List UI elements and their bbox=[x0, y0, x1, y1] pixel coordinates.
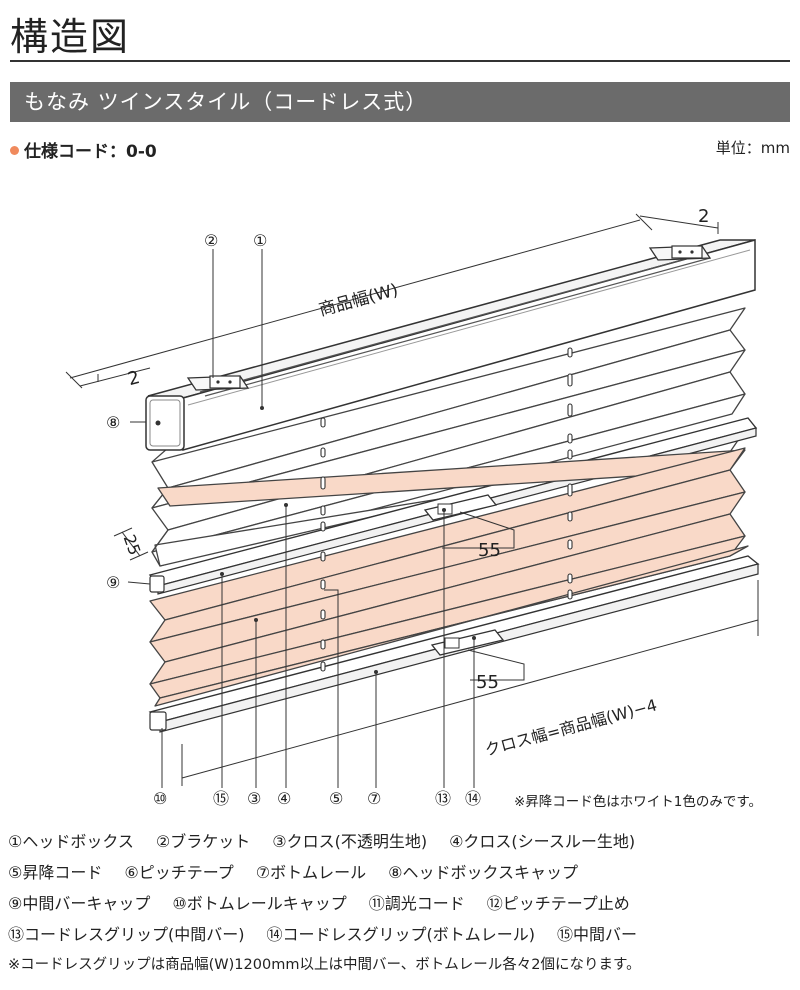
lift-cord-right bbox=[567, 347, 573, 600]
callout-1: ① bbox=[253, 231, 267, 250]
legend-row-3: ⑨中間バーキャップ ⑩ボトムレールキャップ ⑪調光コード ⑫ピッチテープ止め bbox=[8, 888, 798, 919]
callout-3: ③ bbox=[247, 789, 261, 808]
middle-bar-cap bbox=[149, 575, 165, 593]
spec-code: 仕様コード：0-0 bbox=[10, 137, 157, 162]
callout-5: ⑤ bbox=[329, 789, 343, 808]
callout-2: ② bbox=[204, 231, 218, 250]
unit-label: 単位：mm bbox=[715, 139, 790, 157]
spec-code-text: 仕様コード：0-0 bbox=[24, 142, 157, 162]
structure-diagram: 商品幅(W) 2 2 25 55 55 クロス幅=商品幅(W)−4 ② ① ⑧ … bbox=[65, 206, 760, 808]
bullet-icon bbox=[10, 146, 19, 155]
callout-4: ④ bbox=[277, 789, 291, 808]
dimension-grip-middle: 55 bbox=[478, 540, 501, 561]
head-box-cap bbox=[145, 395, 185, 451]
legend-item: ①ヘッドボックス bbox=[8, 832, 134, 851]
dimension-lines bbox=[65, 213, 759, 786]
callout-14: ⑭ bbox=[465, 789, 481, 808]
legend-row-4: ⑬コードレスグリップ(中間バー) ⑭コードレスグリップ(ボトムレール) ⑮中間バー bbox=[8, 919, 798, 950]
legend-item: ⑥ピッチテープ bbox=[124, 863, 234, 882]
opaque-cloth bbox=[149, 447, 749, 707]
head-box bbox=[147, 239, 756, 451]
dimension-grip-bottom: 55 bbox=[476, 672, 499, 693]
legend-item: ⑤昇降コード bbox=[8, 863, 103, 882]
cord-color-note: ※昇降コード色はホワイト1色のみです。 bbox=[514, 794, 763, 810]
dimension-width: 商品幅(W) bbox=[317, 280, 400, 320]
legend-item: ③クロス(不透明生地) bbox=[272, 832, 428, 851]
legend-item: ②ブラケット bbox=[155, 832, 251, 851]
legend-item: ⑧ヘッドボックスキャップ bbox=[388, 863, 578, 882]
bracket-right bbox=[648, 245, 712, 261]
legend-row-1: ①ヘッドボックス ②ブラケット ③クロス(不透明生地) ④クロス(シースルー生地) bbox=[8, 826, 798, 857]
lift-cord-left bbox=[320, 417, 326, 672]
callout-13: ⑬ bbox=[435, 789, 451, 808]
callout-9: ⑨ bbox=[106, 573, 120, 592]
cordless-grip-bottom bbox=[430, 629, 505, 656]
callout-leaders bbox=[127, 249, 475, 788]
legend-row-2: ⑤昇降コード ⑥ピッチテープ ⑦ボトムレール ⑧ヘッドボックスキャップ bbox=[8, 857, 798, 888]
page-title: 構造図 bbox=[10, 15, 131, 59]
dimension-cloth-width: クロス幅=商品幅(W)−4 bbox=[483, 695, 659, 759]
legend-item: ④クロス(シースルー生地) bbox=[449, 832, 636, 851]
legend-item: ⑫ピッチテープ止め bbox=[486, 894, 630, 913]
callout-10: ⑩ bbox=[153, 789, 167, 808]
legend-item: ⑨中間バーキャップ bbox=[8, 894, 151, 913]
legend-item: ⑦ボトムレール bbox=[255, 863, 367, 882]
bracket-left bbox=[186, 375, 250, 391]
title-divider bbox=[10, 60, 790, 62]
callout-7: ⑦ bbox=[367, 789, 381, 808]
grip-note: ※コードレスグリップは商品幅(W)1200mm以上は中間バー、ボトムレール各々2… bbox=[8, 957, 641, 973]
legend-item: ⑭コードレスグリップ(ボトムレール) bbox=[266, 925, 536, 944]
section-title-bar: もなみ ツインスタイル（コードレス式） bbox=[10, 82, 790, 122]
legend-item: ⑩ボトムレールキャップ bbox=[172, 894, 347, 913]
callout-8: ⑧ bbox=[106, 413, 120, 432]
parts-legend: ①ヘッドボックス ②ブラケット ③クロス(不透明生地) ④クロス(シースルー生地) ⑤… bbox=[8, 826, 798, 981]
legend-item: ⑮中間バー bbox=[557, 925, 638, 944]
dimension-offset-right: 2 bbox=[698, 206, 709, 227]
dimension-pitch: 25 bbox=[120, 532, 145, 558]
bottom-rail-cap bbox=[149, 711, 167, 731]
legend-item: ⑬コードレスグリップ(中間バー) bbox=[8, 925, 245, 944]
legend-item: ⑪調光コード bbox=[368, 894, 465, 913]
callout-15: ⑮ bbox=[213, 789, 229, 808]
dimension-offset-left: 2 bbox=[126, 367, 142, 390]
callout-dots bbox=[220, 406, 476, 674]
